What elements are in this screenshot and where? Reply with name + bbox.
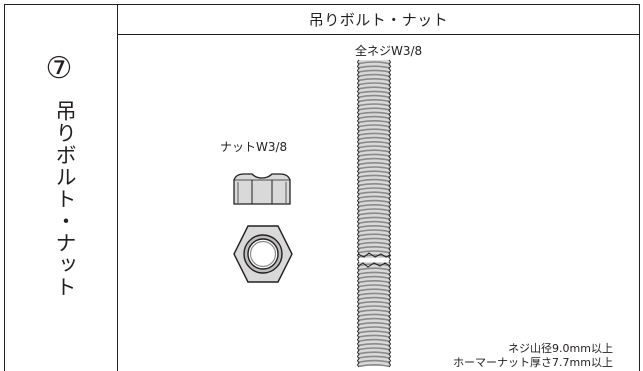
threaded-rod-upper-icon xyxy=(356,59,392,262)
hex-nut-top-icon xyxy=(233,225,293,283)
threaded-rod-lower-icon xyxy=(356,261,392,368)
spec-thread-diameter: ネジ山径9.0mm以上 xyxy=(508,342,613,355)
item-name-vertical: 吊りボルト・ナット xyxy=(53,100,77,298)
nut-label: ナットW3/8 xyxy=(220,140,288,154)
frame-right-border xyxy=(639,4,640,371)
frame-top-border xyxy=(4,4,640,5)
header-divider xyxy=(117,34,640,35)
bolt-label: 全ネジW3/8 xyxy=(355,44,423,58)
header-title: 吊りボルト・ナット xyxy=(308,11,449,29)
frame-column-divider xyxy=(117,4,118,371)
item-number: ⑦ xyxy=(45,51,73,86)
hex-nut-side-icon xyxy=(233,173,291,205)
frame-left-border xyxy=(4,4,5,371)
spec-nut-thickness: ホーマーナット厚さ7.7mm以上 xyxy=(453,356,613,369)
